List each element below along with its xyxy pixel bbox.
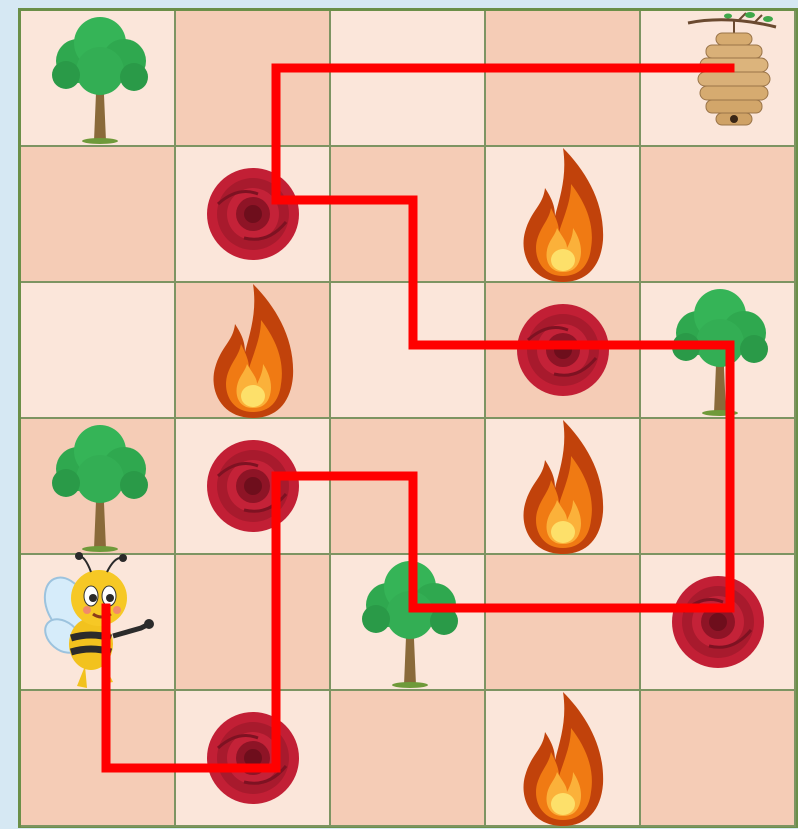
board-cell-r3-c3[interactable]: [486, 419, 641, 555]
board-cell-r0-c2[interactable]: [331, 11, 486, 147]
board-cell-r5-c2[interactable]: [331, 691, 486, 827]
board-cell-r5-c3[interactable]: [486, 691, 641, 827]
board-cell-r2-c3[interactable]: [486, 283, 641, 419]
tree-icon: [21, 11, 174, 145]
fire-icon: [486, 691, 639, 825]
board-grid: [21, 11, 798, 828]
fire-icon: [486, 147, 639, 281]
fire-icon: [486, 419, 639, 553]
board-cell-r5-c1[interactable]: [176, 691, 331, 827]
board-cell-r2-c2[interactable]: [331, 283, 486, 419]
board-cell-r1-c4[interactable]: [641, 147, 796, 283]
board-cell-r2-c1[interactable]: [176, 283, 331, 419]
board-cell-r0-c1[interactable]: [176, 11, 331, 147]
tree-icon: [641, 283, 794, 417]
board-cell-r1-c2[interactable]: [331, 147, 486, 283]
board-cell-r3-c2[interactable]: [331, 419, 486, 555]
board-cell-r4-c3[interactable]: [486, 555, 641, 691]
board-cell-r3-c4[interactable]: [641, 419, 796, 555]
rose-icon: [641, 555, 794, 689]
board-cell-r3-c1[interactable]: [176, 419, 331, 555]
beehive-icon: [641, 11, 794, 145]
fire-icon: [176, 283, 329, 417]
board-cell-r3-c0[interactable]: [21, 419, 176, 555]
game-board: [18, 8, 798, 828]
board-cell-r4-c4[interactable]: [641, 555, 796, 691]
board-cell-r0-c0[interactable]: [21, 11, 176, 147]
tree-icon: [21, 419, 174, 553]
board-cell-r1-c3[interactable]: [486, 147, 641, 283]
board-cell-r1-c0[interactable]: [21, 147, 176, 283]
rose-icon: [176, 147, 329, 281]
tree-icon: [331, 555, 484, 689]
board-cell-r0-c3[interactable]: [486, 11, 641, 147]
board-cell-r4-c0[interactable]: [21, 555, 176, 691]
bee-icon: [21, 555, 174, 689]
board-cell-r5-c4[interactable]: [641, 691, 796, 827]
board-cell-r1-c1[interactable]: [176, 147, 331, 283]
rose-icon: [176, 691, 329, 825]
board-cell-r0-c4[interactable]: [641, 11, 796, 147]
board-cell-r4-c2[interactable]: [331, 555, 486, 691]
rose-icon: [486, 283, 639, 417]
board-cell-r4-c1[interactable]: [176, 555, 331, 691]
rose-icon: [176, 419, 329, 553]
board-cell-r2-c0[interactable]: [21, 283, 176, 419]
board-cell-r2-c4[interactable]: [641, 283, 796, 419]
board-cell-r5-c0[interactable]: [21, 691, 176, 827]
